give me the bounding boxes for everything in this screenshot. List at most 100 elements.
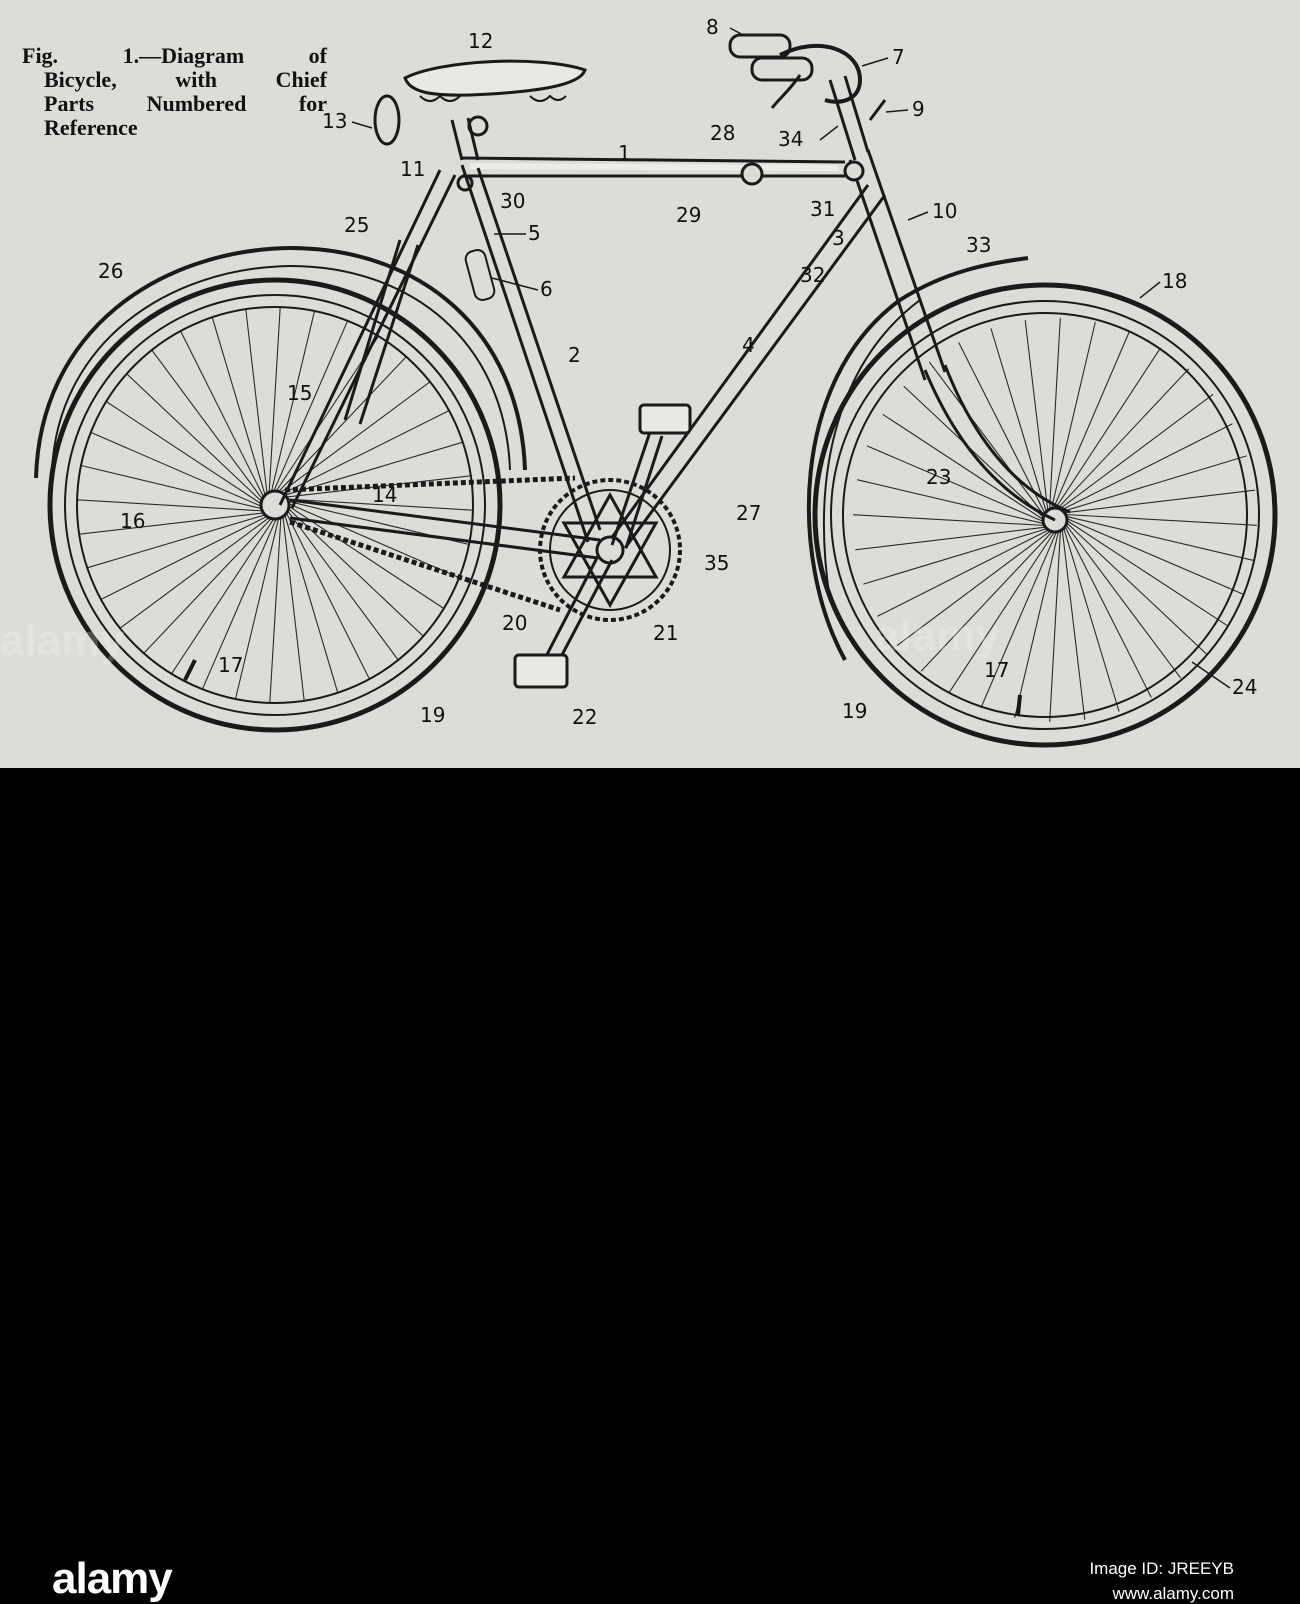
part-label-3: 3 xyxy=(832,226,845,250)
wheel-spokes xyxy=(77,307,1257,722)
leader-line-34 xyxy=(819,125,839,141)
lower-pedal xyxy=(513,653,569,689)
caption-line-1: Fig. 1.—Diagram of xyxy=(22,43,327,68)
seat-post xyxy=(450,117,480,161)
part-label-6: 6 xyxy=(540,277,553,301)
part-label-7: 7 xyxy=(892,45,905,69)
rear-spoke xyxy=(143,516,274,654)
front-spoke xyxy=(1064,525,1152,698)
front-rim xyxy=(842,312,1248,718)
caption-line-3: Parts Numbered for xyxy=(44,91,327,116)
stock-footer: alamy Image ID: JREEYB www.alamy.com xyxy=(0,768,1300,1603)
rear-spoke xyxy=(282,514,305,701)
rear-spoke xyxy=(270,310,316,494)
part-label-24: 24 xyxy=(1232,675,1257,699)
rear-spoke xyxy=(283,512,339,693)
front-spoke xyxy=(1063,489,1255,514)
rear-spoke xyxy=(285,508,399,661)
seat-lug xyxy=(456,174,474,192)
chain xyxy=(284,475,576,613)
caption-line-2: Bicycle, with Chief xyxy=(44,67,327,92)
part-label-20: 20 xyxy=(502,611,527,635)
leader-line-6 xyxy=(491,277,539,291)
rear-spoke xyxy=(269,515,282,703)
pump xyxy=(343,239,420,425)
part-label-13: 13 xyxy=(322,109,347,133)
watermark-right: alamy xyxy=(875,611,1000,660)
part-label-30: 30 xyxy=(500,189,525,213)
front-spoke xyxy=(920,530,1054,672)
crank-axle xyxy=(595,535,625,565)
rear-spoke xyxy=(180,330,266,500)
front-spoke xyxy=(1061,455,1247,513)
front-spoke xyxy=(990,328,1048,514)
front-tyre xyxy=(812,282,1278,748)
rear-spoke xyxy=(278,381,431,495)
part-label-19-rear: 19 xyxy=(420,703,445,727)
part-label-23: 23 xyxy=(926,465,951,489)
part-label-33: 33 xyxy=(966,233,991,257)
front-spoke xyxy=(948,530,1056,693)
rear-spoke xyxy=(284,510,370,680)
front-spoke xyxy=(855,526,1047,551)
part-label-15: 15 xyxy=(287,381,312,405)
part-label-2: 2 xyxy=(568,343,581,367)
rear-spoke xyxy=(80,464,264,510)
rear-mudguard-inner xyxy=(51,264,511,471)
part-label-14: 14 xyxy=(372,483,397,507)
leader-line-10 xyxy=(907,211,929,221)
saddle-clip xyxy=(467,115,489,137)
chain-stay xyxy=(289,498,601,560)
rear-spoke xyxy=(280,410,450,496)
rear-tyre xyxy=(47,277,503,733)
part-label-21: 21 xyxy=(653,621,678,645)
part-label-4: 4 xyxy=(742,333,755,357)
rear-valve xyxy=(183,659,197,681)
front-spoke xyxy=(866,445,1045,523)
front-spoke xyxy=(1062,526,1120,712)
front-spoke xyxy=(1065,517,1244,595)
front-spoke xyxy=(1061,528,1086,720)
site-url: www.alamy.com xyxy=(1112,1584,1234,1603)
part-label-27: 27 xyxy=(736,501,761,525)
part-label-1: 1 xyxy=(618,141,631,165)
front-spoke xyxy=(1065,521,1207,655)
upper-crank xyxy=(610,431,664,549)
rear-spoke xyxy=(105,401,264,506)
saddle-bag xyxy=(373,94,401,146)
saddle xyxy=(403,59,587,97)
front-spoke xyxy=(1060,423,1233,511)
front-spoke xyxy=(877,529,1050,617)
front-spoke xyxy=(1064,513,1257,526)
part-number-labels: 1 2 3 4 5 6 7 8 9 10 11 12 13 14 15 16 1… xyxy=(98,15,1257,729)
figure-caption: Fig. 1.—Diagram of Bicycle, with Chief P… xyxy=(22,44,327,140)
front-fork xyxy=(923,364,1071,522)
rear-mudguard xyxy=(34,245,527,479)
rear-spoke xyxy=(245,309,268,496)
front-spoke xyxy=(1065,515,1254,561)
front-spoke xyxy=(980,530,1058,709)
front-mudguard-inner xyxy=(823,299,921,601)
top-tube-clip xyxy=(740,162,764,186)
rear-spoke xyxy=(268,307,281,495)
part-label-9: 9 xyxy=(912,97,925,121)
handlebar xyxy=(779,44,863,104)
leader-line-7 xyxy=(861,57,889,67)
front-spoke xyxy=(1058,393,1214,511)
front-spoke xyxy=(853,514,1046,527)
part-label-11: 11 xyxy=(400,157,425,181)
top-tube xyxy=(461,156,846,178)
saddle-springs xyxy=(419,94,567,102)
bell xyxy=(868,99,887,121)
part-label-28: 28 xyxy=(710,121,735,145)
bicycle-diagram: alamy alamy 1 2 3 4 5 6 7 8 9 10 11 12 1… xyxy=(0,15,1278,748)
stem xyxy=(828,75,870,161)
rear-spoke xyxy=(119,515,272,629)
rear-spoke xyxy=(286,502,460,579)
brake-lever xyxy=(770,74,802,109)
front-spoke xyxy=(1065,519,1228,627)
leader-line-18 xyxy=(1139,281,1161,299)
rear-spoke xyxy=(276,356,407,494)
front-spoke xyxy=(1064,523,1182,679)
chainwheel-star xyxy=(561,491,659,609)
